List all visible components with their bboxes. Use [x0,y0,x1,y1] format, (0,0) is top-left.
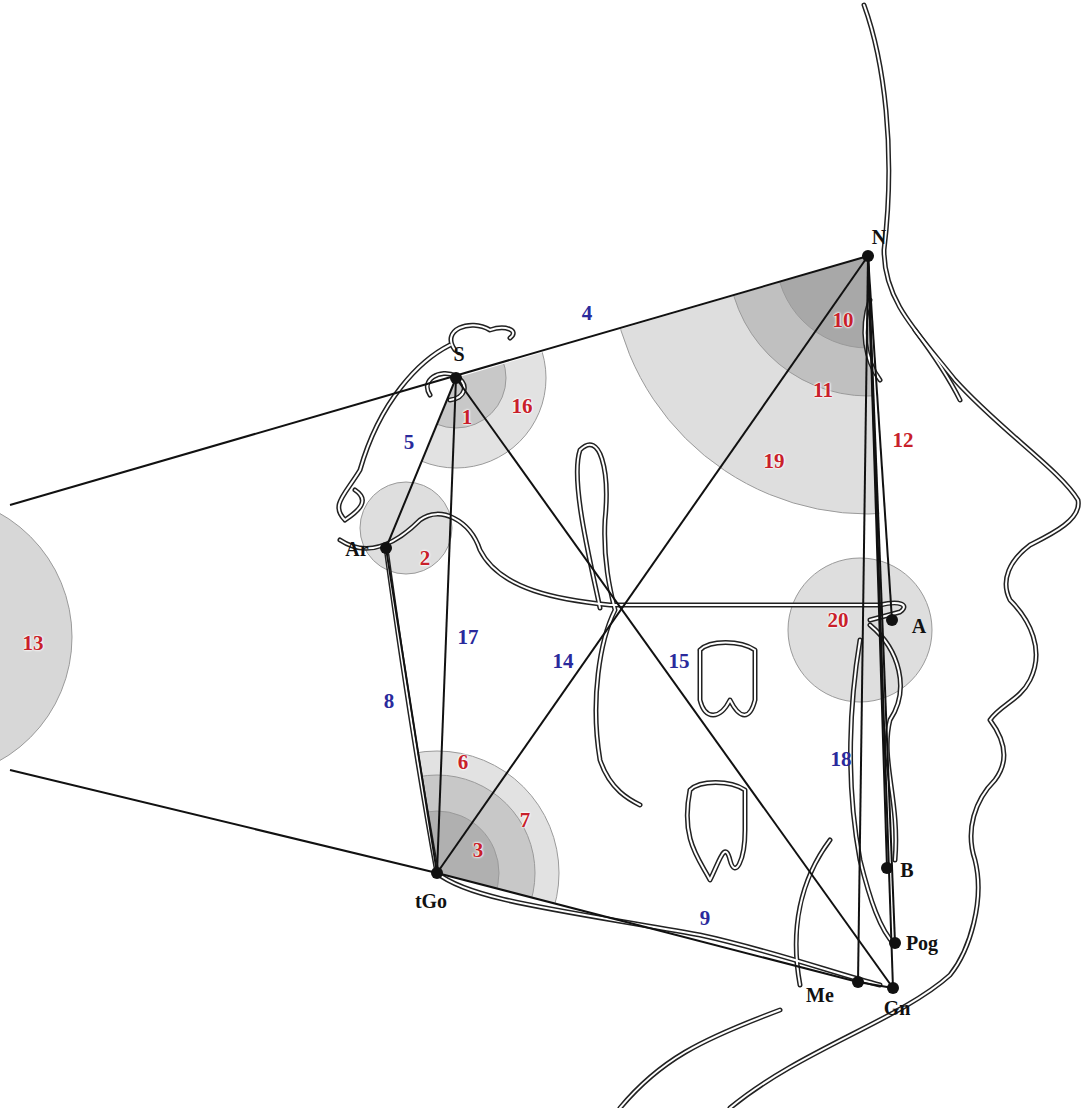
landmark-label: N [872,227,886,247]
landmark-label: B [900,860,913,880]
callout-number: 11 [813,380,833,401]
callout-number: 2 [420,548,431,569]
callout-number: 1 [462,407,473,428]
callout-number: 3 [473,840,484,861]
line-number: 8 [384,691,395,712]
landmark-dot [380,250,901,994]
zone-shading [0,0,1082,995]
landmark-label: Pog [906,933,938,953]
landmark-label: A [912,616,926,636]
line-number: 17 [458,627,479,648]
line-number: 4 [582,303,593,324]
line-number: 15 [669,651,690,672]
callout-number: 16 [512,396,533,417]
callout-number: 13 [23,633,44,654]
line-number: 14 [553,651,574,672]
landmark-label: S [453,344,464,364]
callout-number: 7 [520,810,531,831]
callout-number: 6 [458,752,469,773]
landmark-label: Ar [345,539,368,559]
anatomy-outline [339,5,1079,1108]
callout-number: 12 [893,430,914,451]
line-number: 18 [831,749,852,770]
measurement-lines [10,256,895,988]
line-number: 5 [404,432,415,453]
callout-number: 19 [764,451,785,472]
landmark-label: Me [806,985,834,1005]
callout-number: 20 [828,610,849,631]
landmark-label: Gn [884,998,911,1018]
line-number: 9 [700,908,711,929]
landmark-label: tGo [415,891,447,911]
callout-number: 10 [833,310,854,331]
